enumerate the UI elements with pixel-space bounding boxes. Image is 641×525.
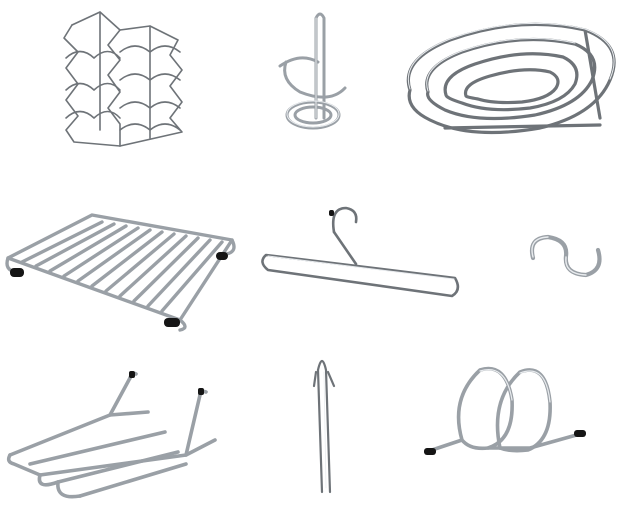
oval-wire-basket-icon [406, 22, 616, 135]
wire-trivet-rack-icon [5, 213, 236, 332]
wine-rack-icon [63, 11, 183, 147]
trouser-hanger-icon [261, 206, 460, 298]
towel-rail-rack-icon [6, 371, 217, 499]
s-hook-icon [529, 234, 602, 278]
looped-wire-stand-icon [424, 366, 586, 455]
paper-towel-holder-icon [278, 12, 347, 130]
wire-clip-icon [312, 359, 336, 494]
